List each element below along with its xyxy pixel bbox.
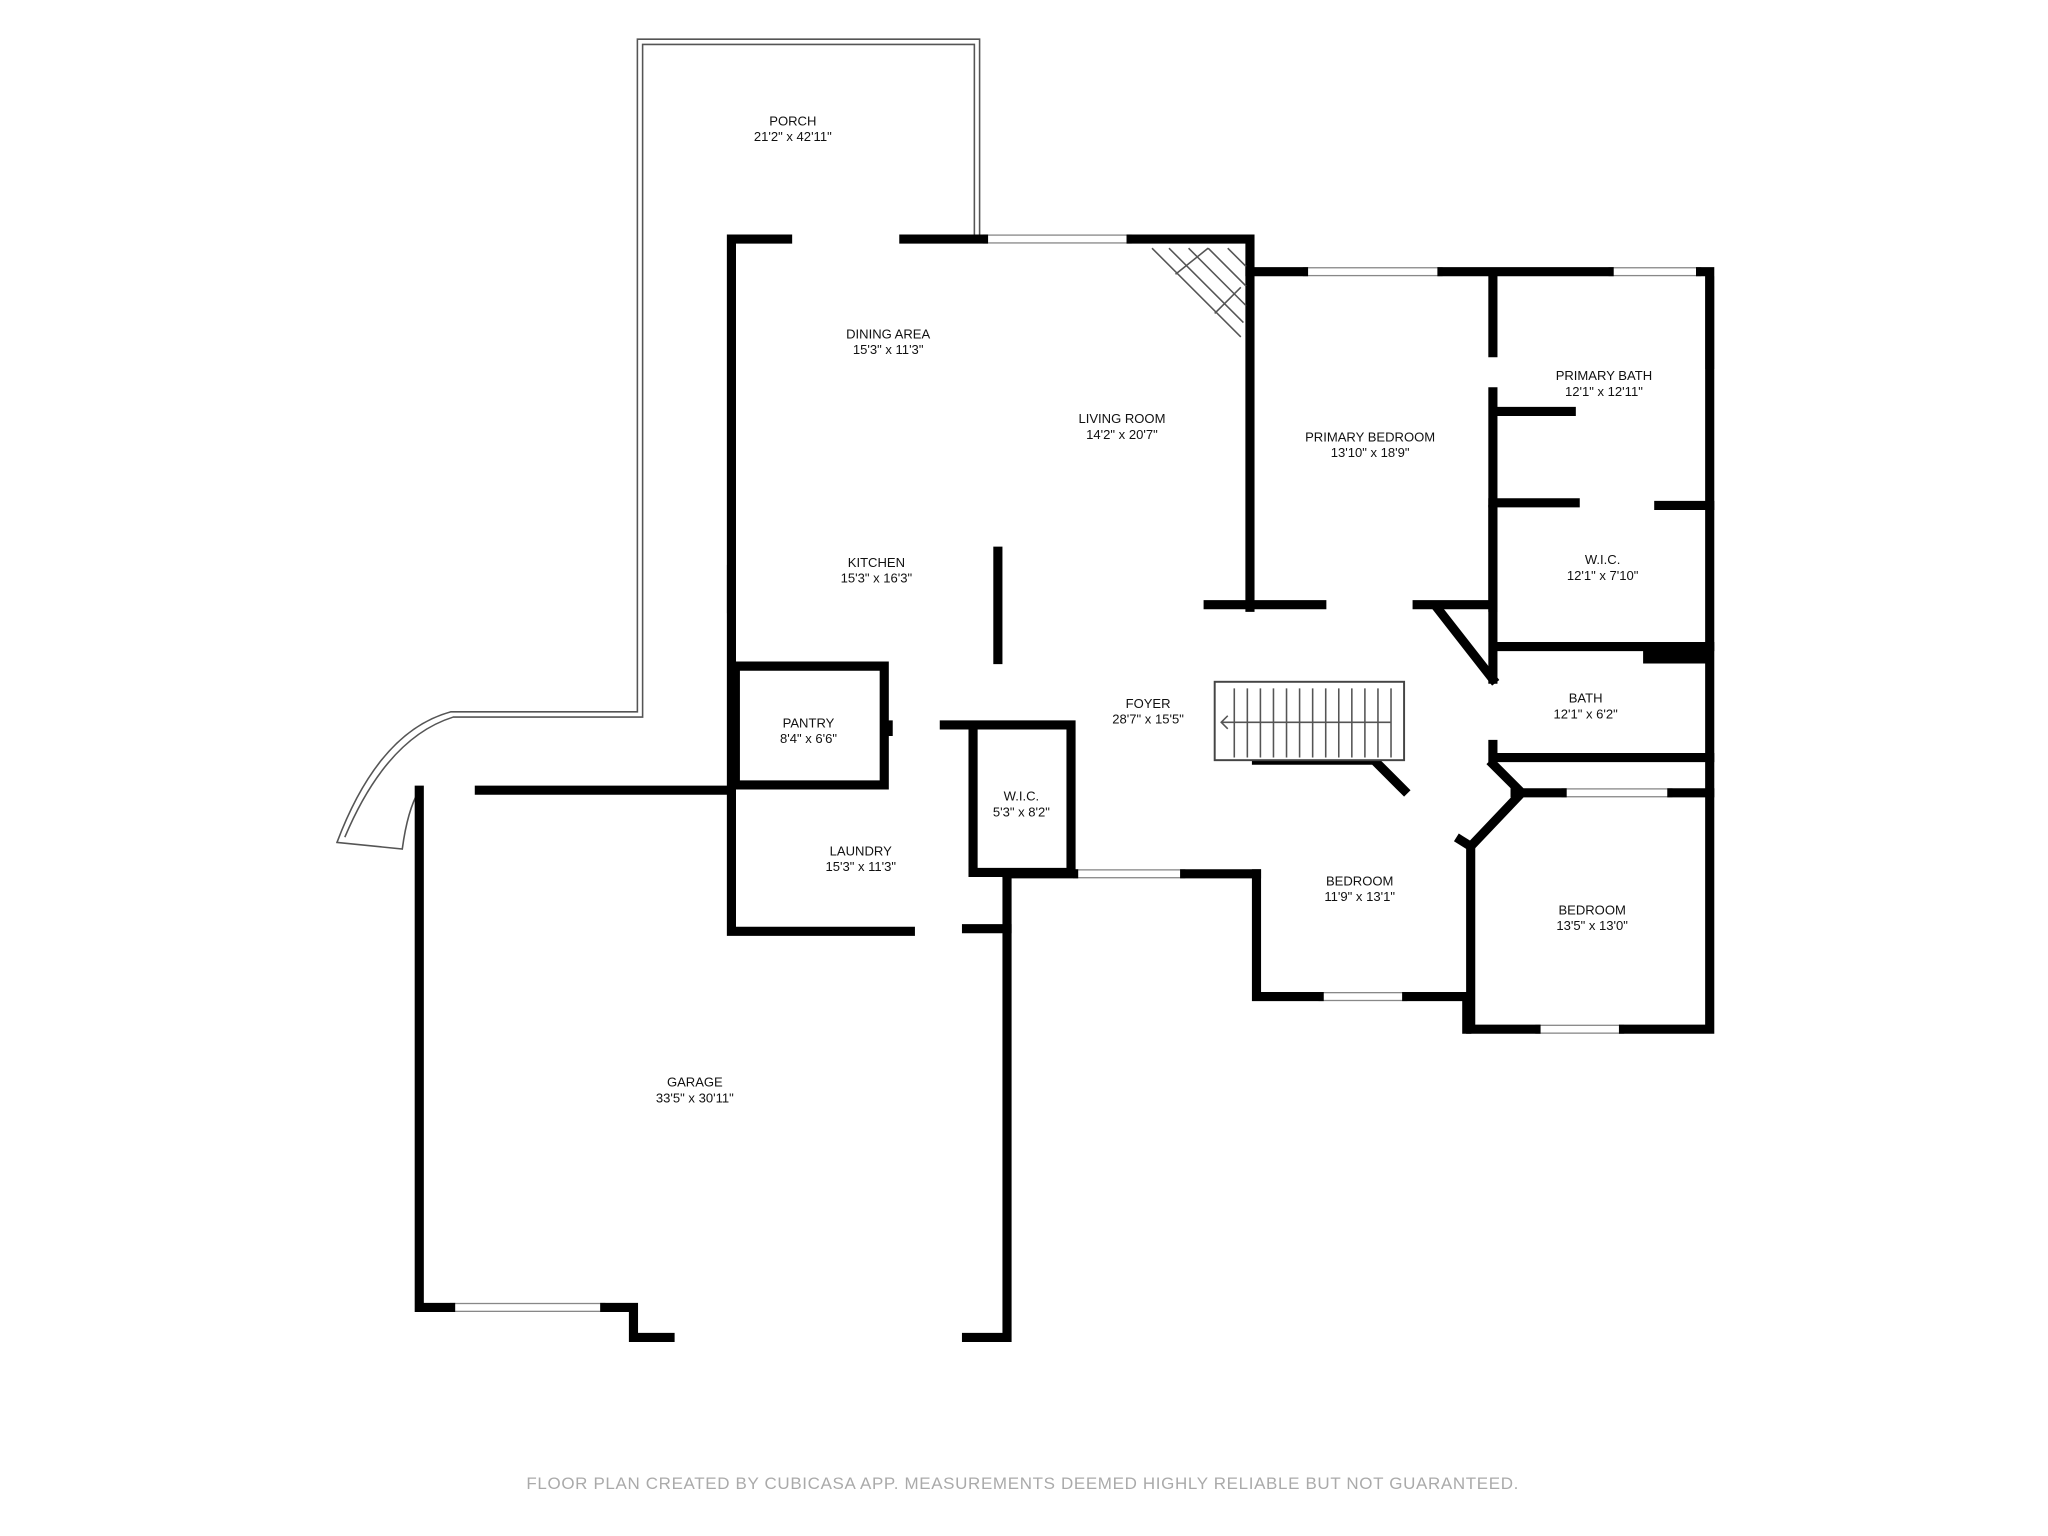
porch-outline — [335, 38, 981, 850]
room-dims: 15'3" x 16'3" — [841, 571, 913, 586]
room-dims: 33'5" x 30'11" — [656, 1090, 734, 1105]
room-dims: 12'1" x 7'10" — [1567, 568, 1639, 583]
room-name: BEDROOM — [1558, 902, 1625, 917]
room-name: LAUNDRY — [830, 844, 892, 859]
room-dims: 13'10" x 18'9" — [1331, 445, 1410, 460]
disclaimer-footer: FLOOR PLAN CREATED BY CUBICASA APP. MEAS… — [526, 1474, 1519, 1493]
room-name: BATH — [1569, 691, 1603, 706]
room-label-wic: W.I.C.5'3" x 8'2" — [993, 789, 1050, 820]
room-dims: 15'3" x 11'3" — [825, 859, 896, 874]
room-dims: 12'1" x 6'2" — [1553, 706, 1618, 721]
room-dims: 14'2" x 20'7" — [1086, 427, 1158, 442]
walls — [414, 234, 1715, 1343]
room-name: W.I.C. — [1585, 552, 1621, 567]
room-name: PRIMARY BEDROOM — [1305, 429, 1435, 444]
windows — [449, 234, 1715, 1312]
room-name: LIVING ROOM — [1078, 411, 1165, 426]
room-dims: 12'1" x 12'11" — [1565, 384, 1643, 399]
stairs — [1151, 247, 1406, 762]
room-dims: 11'9" x 13'1" — [1324, 889, 1395, 904]
room-name: PORCH — [769, 113, 816, 128]
room-name: W.I.C. — [1004, 789, 1040, 804]
room-name: DINING AREA — [846, 326, 930, 341]
room-dims: 5'3" x 8'2" — [993, 804, 1050, 819]
room-label-wic-primary: W.I.C.12'1" x 7'10" — [1567, 552, 1639, 583]
room-dims: 15'3" x 11'3" — [853, 342, 924, 357]
room-name: PANTRY — [783, 716, 835, 731]
room-dims: 8'4" x 6'6" — [780, 731, 837, 746]
room-dims: 21'2" x 42'11" — [754, 129, 832, 144]
room-name: FOYER — [1126, 696, 1171, 711]
room-dims: 13'5" x 13'0" — [1556, 918, 1628, 933]
room-name: KITCHEN — [848, 555, 905, 570]
room-name: PRIMARY BATH — [1556, 368, 1652, 383]
room-name: BEDROOM — [1326, 874, 1393, 889]
room-name: GARAGE — [667, 1075, 723, 1090]
room-dims: 28'7" x 15'5" — [1112, 712, 1184, 727]
